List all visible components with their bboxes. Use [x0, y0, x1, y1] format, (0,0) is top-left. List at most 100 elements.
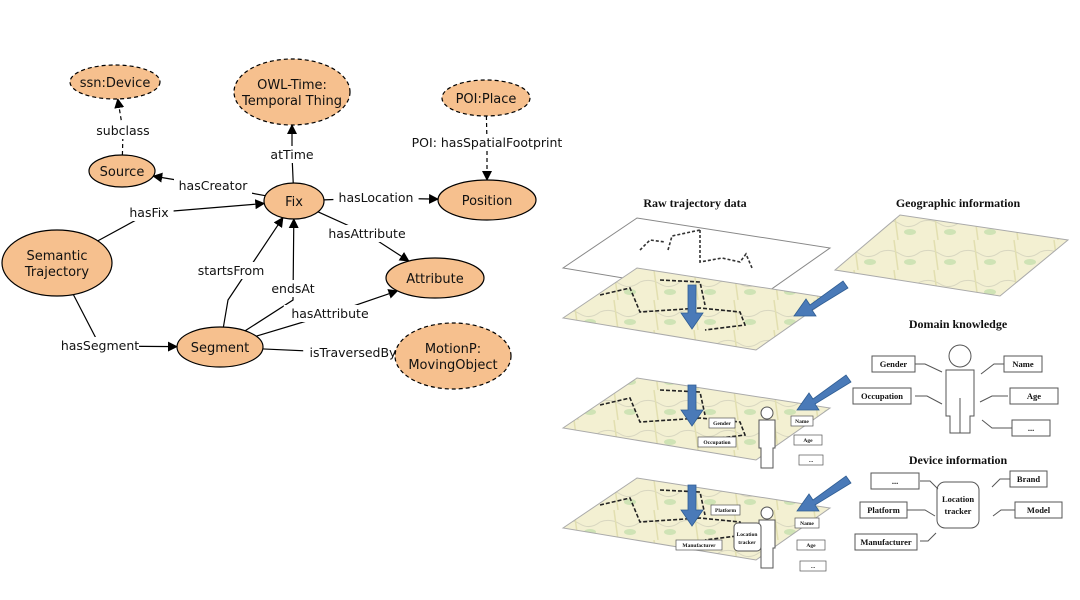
label: ...	[892, 476, 898, 486]
attr-box-more: ...	[1011, 419, 1051, 437]
label: Age	[1027, 391, 1041, 401]
label: ...	[1028, 423, 1034, 433]
edge-label-bg	[320, 225, 414, 242]
node-ssn-device: ssn:Device	[69, 64, 161, 100]
edge-hasattribute: hasAttribute	[317, 211, 414, 262]
attr-box-platform: Platform	[859, 501, 908, 519]
node-ellipse	[441, 79, 531, 117]
edge-label-bg	[268, 280, 318, 297]
label: Age	[806, 543, 816, 549]
node-ellipse	[233, 58, 351, 126]
node-position: Position	[437, 179, 537, 221]
label: Platform	[715, 508, 736, 514]
node-poi-place: POI:Place	[441, 79, 531, 117]
edge-label-bg	[61, 337, 139, 354]
attr-box-occupation: Occupation	[852, 387, 912, 405]
map-plane	[561, 267, 832, 351]
edge-istraversedby: isTraversedBy	[262, 344, 403, 361]
edge-line	[482, 115, 492, 181]
node-attribute: Attribute	[385, 257, 485, 299]
edge-label: hasLocation	[339, 190, 414, 205]
small-person-icon	[758, 406, 776, 469]
label: tracker	[738, 540, 756, 546]
node-label: Attribute	[406, 272, 463, 287]
node-ellipse	[385, 257, 485, 299]
label: Manufacturer	[682, 543, 716, 549]
node-source: Source	[88, 154, 156, 188]
attr-box-manufacturer: Manufacturer	[854, 533, 918, 551]
attr-box-name: Name	[790, 415, 814, 427]
edge-line	[97, 199, 266, 242]
edge-label-bg	[124, 204, 174, 221]
label: Occupation	[861, 391, 903, 401]
attr-box-gender: Gender	[871, 355, 916, 373]
label: Location	[737, 532, 758, 538]
down-arrow-icon	[680, 284, 704, 330]
edge-hasfix: hasFix	[97, 199, 266, 242]
raw-trajectory-path	[639, 229, 753, 269]
edge-label: hasAttribute	[291, 306, 369, 321]
edge-label-bg	[303, 344, 403, 361]
edge-haslocation: hasLocation	[323, 189, 440, 206]
edge-label-bg	[267, 146, 317, 163]
attr-box-more: ...	[870, 472, 920, 490]
node-label: Temporal Thing	[241, 94, 342, 109]
domain-knowledge-figure	[915, 344, 1012, 434]
edge-label: hasSegment	[61, 338, 139, 353]
node-label: Trajectory	[24, 265, 89, 280]
trajectory-path	[599, 279, 747, 331]
node-label: OWL-Time:	[257, 78, 327, 93]
edge-hasattribute: hasAttribute	[255, 289, 399, 337]
trajectory-path	[599, 389, 747, 441]
node-label: Position	[462, 194, 513, 209]
down-arrow-icon	[680, 384, 704, 427]
node-label: Segment	[191, 341, 250, 356]
label: Manufacturer	[860, 537, 912, 547]
node-ellipse	[69, 64, 161, 100]
edge-label: subclass	[96, 123, 149, 138]
node-label: Source	[100, 165, 145, 180]
diagonal-arrow-icon	[793, 280, 849, 317]
attr-box-model: Model	[1014, 501, 1063, 519]
edge-hassegment: hasSegment	[61, 294, 179, 354]
node-temporal: OWL-Time:Temporal Thing	[233, 58, 351, 126]
node-label: Semantic	[27, 249, 88, 264]
node-ellipse	[437, 179, 537, 221]
attr-box-brand: Brand	[1009, 470, 1048, 488]
domain-knowledge-title: Domain knowledge	[909, 317, 1008, 331]
attr-box-gender: Gender	[708, 417, 736, 429]
label: Age	[803, 438, 813, 444]
ontology-nodes: ssn:Device OWL-Time:Temporal Thing POI:Pla…	[1, 58, 537, 390]
edge-poi-hasspatialfootprint: POI: hasSpatialFootprint	[397, 115, 577, 181]
edge-hascreator: hasCreator	[152, 172, 266, 197]
edge-label-bg	[174, 177, 252, 194]
attr-box-name: Name	[794, 517, 820, 529]
label: ...	[811, 564, 816, 570]
label: Name	[800, 521, 814, 527]
edge-startsfrom: startsFrom	[192, 216, 284, 328]
edge-label: hasAttribute	[328, 226, 406, 241]
edge-attime: atTime	[267, 124, 317, 184]
edge-label: isTraversedBy	[310, 345, 398, 360]
label: Name	[1012, 359, 1033, 369]
map-layer-1	[561, 267, 832, 351]
geographic-title: Geographic information	[896, 196, 1021, 210]
label: Brand	[1017, 474, 1040, 484]
attr-box-age: Age	[793, 434, 823, 446]
attr-box-occupation: Occupation	[697, 436, 737, 448]
label: Platform	[867, 505, 900, 515]
node-segment: Segment	[176, 326, 264, 368]
device-information-title: Device information	[909, 453, 1008, 467]
tracker-label-2: tracker	[945, 506, 972, 516]
node-label: MovingObject	[408, 358, 497, 373]
node-ellipse	[176, 326, 264, 368]
geographic-map-plane	[833, 214, 1070, 297]
down-arrow-icon	[680, 484, 704, 527]
node-fix: Fix	[263, 182, 325, 220]
attr-box-more: ...	[799, 560, 827, 572]
attr-box-name: Name	[1003, 355, 1043, 373]
